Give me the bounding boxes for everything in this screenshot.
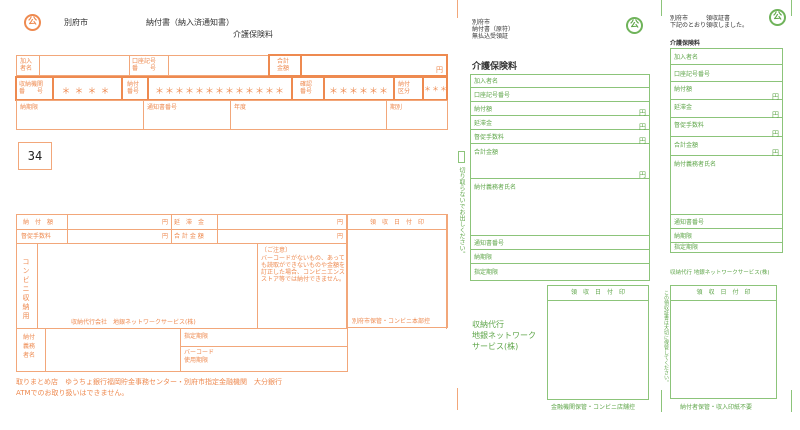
cut-line-bottom xyxy=(791,390,792,412)
confirmation-number-value: ＊＊＊＊＊＊ xyxy=(328,87,389,97)
yen-unit: 円 xyxy=(639,123,646,131)
public-seal-icon: 公 xyxy=(769,9,786,26)
cut-line-bottom xyxy=(661,390,662,412)
yen-unit: 円 xyxy=(436,66,443,74)
section-title: 介護保険料 xyxy=(472,62,518,72)
account-number-label: 口座記号 番 号 xyxy=(132,58,157,72)
receipt-form-table: 加入者名 口座記号番号 納付額円 延滞金円 督促手数料円 合計金額円 納付義務者… xyxy=(670,48,783,253)
cut-line-bottom xyxy=(457,388,458,410)
convenience-store-label: コンビニ収納用 xyxy=(22,258,30,321)
yen-unit: 円 xyxy=(337,233,344,240)
yen-unit: 円 xyxy=(639,137,646,145)
notice-number-label: 通知書番号 xyxy=(674,219,705,226)
receipt-stamp-label: 領 収 日 付 印 xyxy=(548,289,648,301)
cut-line-top xyxy=(457,0,458,18)
designated-due-label: 指定期限 xyxy=(184,333,209,340)
due-date-label: 納期限 xyxy=(674,233,693,240)
yen-unit: 円 xyxy=(772,130,779,138)
total-amount-field: 合計 金額 円 xyxy=(268,54,448,77)
public-seal-icon: 公 xyxy=(24,14,41,31)
payer-name-label: 納付義務者氏名 xyxy=(474,184,517,191)
city-name: 別府市 xyxy=(64,18,88,27)
payment-category-label: 納付 区分 xyxy=(398,81,411,95)
late-fee-label: 延滞金 xyxy=(474,120,493,127)
designated-due-label: 指定期限 xyxy=(474,269,499,276)
atm-notice: ATMでのお取り扱いはできません。 xyxy=(16,389,129,397)
payment-amount-label: 納付額 xyxy=(474,106,493,113)
yen-unit: 円 xyxy=(639,171,646,179)
bank-info: 取りまとめ店 ゆうちょ銀行福岡貯金事務センター・別府市指定金融機関 大分銀行 xyxy=(16,378,282,386)
yen-unit: 円 xyxy=(772,111,779,119)
term-label: 期別 xyxy=(390,104,403,111)
payer-name-label: 納付 義務 者名 xyxy=(23,334,36,359)
institution-number-label: 収納機関 番 号 xyxy=(19,81,44,95)
code-row: 収納機関 番 号 ＊＊＊＊ 納付 番号 ＊＊＊＊＊＊＊＊＊＊＊＊＊ 確認 番号 … xyxy=(15,76,448,101)
middle-form-table: 加入者名 口座記号番号 納付額円 延滞金円 督促手数料円 合計金額円 納付義務者… xyxy=(470,74,650,281)
receipt-header: 別府市 領収証書 下記のとおり領収しました。 xyxy=(670,15,749,29)
total-amount-label: 合計金額 xyxy=(474,149,499,156)
fiscal-year-label: 年度 xyxy=(234,104,247,111)
payment-amount-label: 納付額 xyxy=(674,86,693,93)
total-amount-label: 合計金額 xyxy=(674,142,699,149)
reminder-fee-label: 督促手数料 xyxy=(474,134,505,141)
late-fee-label: 延 滞 金 xyxy=(174,219,205,226)
slip-title: 納付書（納入済通知書） xyxy=(146,18,234,27)
notice-title: 〔ご注意〕 xyxy=(261,247,292,254)
due-date-label: 納期限 xyxy=(20,104,39,111)
middle-header: 別府市 納付書（原符） 無払込受領証 xyxy=(472,19,515,40)
payment-number-value: ＊＊＊＊＊＊＊＊＊＊＊＊＊ xyxy=(154,87,285,97)
yen-unit: 円 xyxy=(772,93,779,101)
receipt-stamp-box: 領 収 日 付 印 xyxy=(670,285,777,399)
section-title: 介護保険料 xyxy=(670,40,701,47)
cut-line-top xyxy=(661,0,662,16)
yen-unit: 円 xyxy=(162,233,169,240)
collection-agent-label: 収納代行 地銀ネットワークサービス(株) xyxy=(670,270,770,276)
payment-category-value: ＊＊＊ xyxy=(424,85,448,93)
storage-note: 納付者保管・収入印紙不要 xyxy=(680,404,753,411)
account-number-label: 口座記号番号 xyxy=(474,92,511,99)
do-not-detach-note: 切り取らないでお出しください。 xyxy=(458,167,465,257)
institution-number-value: ＊＊＊＊ xyxy=(61,87,114,97)
yen-unit: 円 xyxy=(162,219,169,226)
late-fee-label: 延滞金 xyxy=(674,104,693,111)
slip-subtitle: 介護保険料 xyxy=(233,30,273,39)
notice-number-label: 通知書番号 xyxy=(474,240,505,247)
notice-body: バーコードがないもの、あっても読取ができないものや金額を訂正した場合、コンビニエ… xyxy=(261,255,346,283)
receipt-stamp-box: 領 収 日 付 印 xyxy=(547,285,649,400)
cut-line-top xyxy=(791,0,792,16)
amount-block: 納 付 額 円 延 滞 金 円 督促手数料 円 合 計 金 額 円 領 収 日 … xyxy=(16,214,447,372)
receipt-stamp-label: 領 収 日 付 印 xyxy=(671,289,776,301)
payer-name-label: 納付義務者氏名 xyxy=(674,161,717,168)
confirmation-number-label: 確認 番号 xyxy=(300,81,313,95)
subscriber-name-label: 加入 者名 xyxy=(20,58,33,72)
keep-receipt-note: この領収証書は大切に保管してください。 xyxy=(663,290,669,385)
collection-agent-label: 収納代行会社 地銀ネットワークサービス(株) xyxy=(71,319,196,326)
receipt-stamp-box xyxy=(346,214,448,328)
total-amount-label: 合 計 金 額 xyxy=(174,233,204,240)
account-number-label: 口座記号番号 xyxy=(674,71,711,78)
payment-amount-label: 納 付 額 xyxy=(23,219,54,226)
page-number-box: 34 xyxy=(18,142,52,170)
yen-unit: 円 xyxy=(337,219,344,226)
yen-unit: 円 xyxy=(772,149,779,157)
subscriber-name-field: 加入 者名 口座記号 番 号 xyxy=(16,55,269,76)
collection-agent-label: 収納代行 地銀ネットワーク サービス(株) xyxy=(472,320,536,351)
yen-unit: 円 xyxy=(639,109,646,117)
public-seal-icon: 公 xyxy=(626,17,643,34)
designated-due-label: 指定期限 xyxy=(674,244,699,251)
notice-number-label: 通知書番号 xyxy=(147,104,178,111)
due-date-label: 納期限 xyxy=(474,254,493,261)
due-info-row: 納期限 通知書番号 年度 期別 xyxy=(16,100,448,130)
storage-note: 別府市保管・コンビニ本部控 xyxy=(352,318,431,325)
total-amount-label: 合計 金額 xyxy=(277,58,290,72)
storage-note: 金融機関保管・コンビニ店舗控 xyxy=(551,404,636,411)
barcode-due-label: バーコード 使用期限 xyxy=(184,349,215,364)
reminder-fee-label: 督促手数料 xyxy=(21,233,52,240)
subscriber-name-label: 加入者名 xyxy=(674,54,699,61)
reminder-fee-label: 督促手数料 xyxy=(674,122,705,129)
subscriber-name-label: 加入者名 xyxy=(474,78,499,85)
payment-number-label: 納付 番号 xyxy=(127,81,140,95)
cut-mark-box xyxy=(458,151,465,163)
receipt-stamp-label: 領 収 日 付 印 xyxy=(369,219,424,226)
